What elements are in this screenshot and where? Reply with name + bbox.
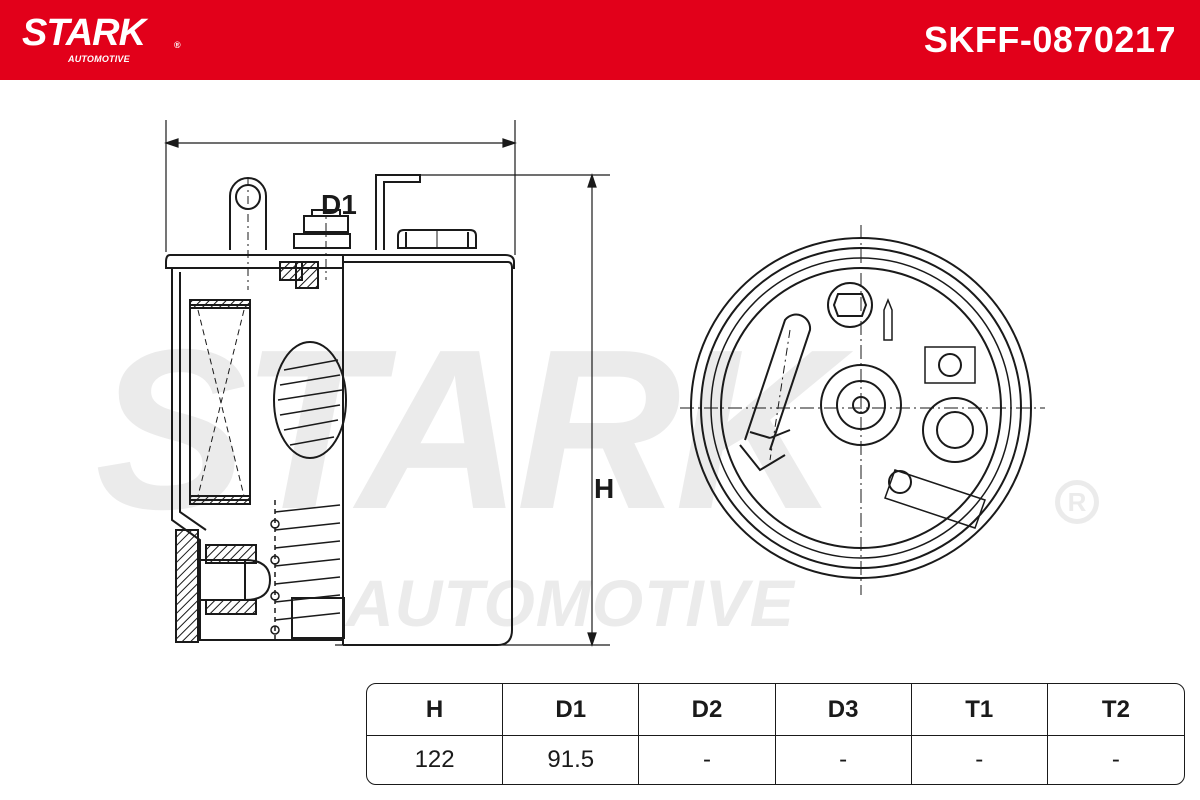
dimension-label-d1: D1: [321, 189, 357, 220]
spec-value-d2: -: [639, 736, 776, 784]
spec-value-h: 122: [367, 736, 504, 784]
technical-drawing: STARK AUTOMOTIVE R: [0, 80, 1200, 680]
spec-table-value-row: 122 91.5 - - - -: [367, 736, 1184, 784]
watermark-brand: STARK: [95, 303, 839, 557]
spec-value-d3: -: [776, 736, 912, 784]
spec-header-h: H: [367, 684, 504, 736]
spec-header-d3: D3: [775, 684, 912, 736]
logo-registered-mark: ®: [174, 40, 181, 50]
spec-value-t2: -: [1111, 746, 1120, 773]
logo-brand: STARK: [22, 12, 146, 54]
dimension-label-h: H: [594, 473, 615, 504]
side-view-housing: [165, 174, 515, 646]
spec-value-d1: 91.5: [503, 736, 640, 784]
spec-header-t1: T1: [911, 684, 1048, 736]
watermark-subtitle: AUTOMOTIVE: [346, 566, 795, 640]
spec-value-t1: -: [912, 736, 1048, 784]
part-number: SKFF-0870217: [923, 19, 1176, 60]
spec-table-header-row: H D1 D2 D3 T1 T2: [367, 684, 1184, 736]
dimension-d1: [164, 120, 517, 255]
header-bar: STARK ® AUTOMOTIVE SKFF-0870217: [0, 0, 1200, 80]
logo-subtitle: AUTOMOTIVE: [68, 54, 130, 64]
drawing-lines: [164, 120, 1045, 647]
spec-header-d2: D2: [639, 684, 776, 736]
spec-table: H D1 D2 D3 T1 T2 122 91.5 - - - -: [366, 683, 1185, 785]
spec-header-d1: D1: [503, 684, 640, 736]
side-view-section: [171, 261, 347, 643]
stark-logo: STARK ® AUTOMOTIVE: [22, 12, 181, 64]
top-view: [680, 225, 1045, 595]
watermark-registered-mark: R: [1055, 480, 1099, 524]
spec-header-t2: T2: [1047, 684, 1184, 736]
